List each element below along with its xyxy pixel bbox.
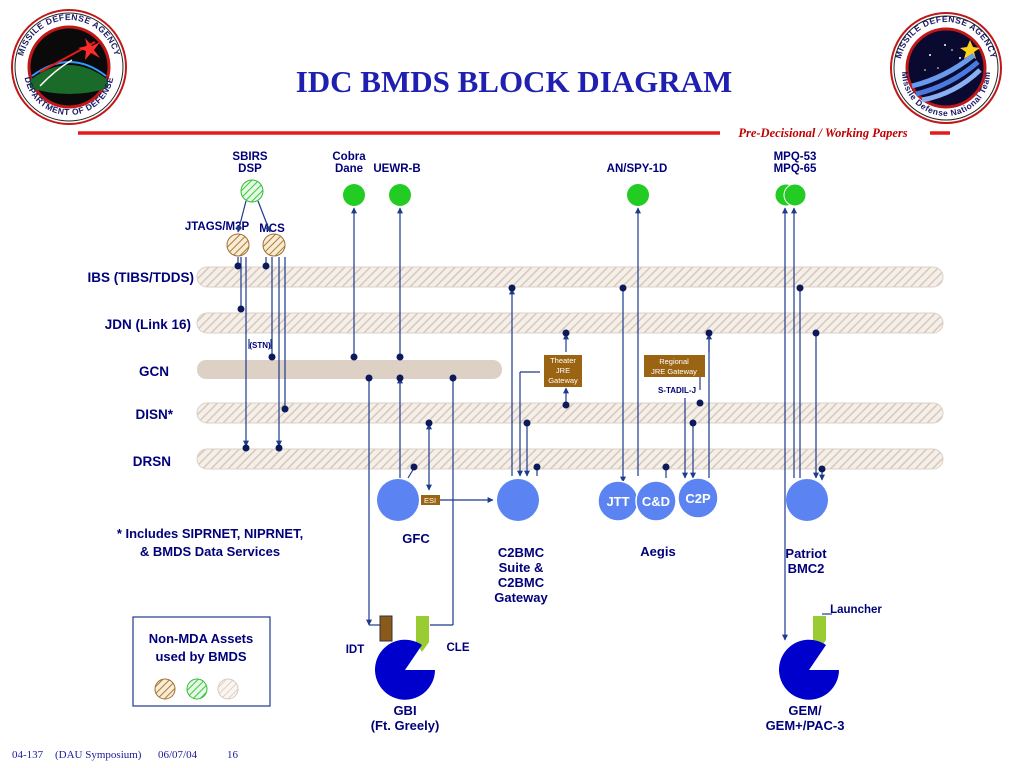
aegis-label: Aegis <box>640 544 675 559</box>
net-label-disn: DISN* <box>135 407 173 422</box>
sensor-mpq65-label: MPQ-65 <box>774 163 817 175</box>
net-label-jdn: JDN (Link 16) <box>105 317 191 332</box>
pre-decisional-note: Pre-Decisional / Working Papers <box>738 126 907 140</box>
idt-box[interactable] <box>379 615 393 642</box>
legend-brown-swatch <box>154 678 176 700</box>
esi-label: ESI <box>424 496 436 505</box>
band-ibs <box>196 266 944 288</box>
sensor-mpq53-label: MPQ-53 <box>774 151 817 163</box>
net-label-drsn: DRSN <box>133 454 171 469</box>
regional-jre-gateway[interactable] <box>644 355 705 377</box>
gem-node[interactable] <box>779 639 839 700</box>
mda-logo-left: MISSILE DEFENSE AGENCY DEPARTMENT OF DEF… <box>11 9 127 125</box>
c2bmc-label-3: C2BMC <box>498 575 545 590</box>
esi-box[interactable] <box>421 495 440 505</box>
cd-node[interactable] <box>635 480 677 522</box>
network-footnote-2: & BMDS Data Services <box>140 544 280 559</box>
gbi-label-2: (Ft. Greely) <box>371 718 440 733</box>
patriot-label-1: Patriot <box>785 546 827 561</box>
page-title: IDC BMDS BLOCK DIAGRAM <box>296 64 733 99</box>
band-gcn <box>197 360 502 379</box>
sensor-mcs-label: MCS <box>259 223 285 235</box>
sensor-spy-label: AN/SPY-1D <box>607 163 668 175</box>
jtt-label: JTT <box>606 494 629 509</box>
idt-label: IDT <box>346 644 365 656</box>
gbi-launcher-icon <box>416 616 429 652</box>
regional-gw-line-2: JRE Gateway <box>651 367 697 376</box>
sensor-jtags-label: JTAGS/M3P <box>185 221 250 233</box>
junction-dots <box>234 262 826 473</box>
cd-label: C&D <box>642 494 670 509</box>
band-drsn <box>196 448 944 470</box>
gem-label-1: GEM/ <box>788 703 822 718</box>
gem-label-2: GEM+/PAC-3 <box>766 718 845 733</box>
c2bmc-label-4: Gateway <box>494 590 548 605</box>
sbirs-dsp-node[interactable] <box>240 179 264 203</box>
mcs-node[interactable] <box>262 233 286 257</box>
footer-date: 06/07/04 <box>158 749 198 761</box>
theater-gw-line-3: Gateway <box>548 376 578 385</box>
legend-box: Non-MDA Assets used by BMDS <box>132 616 271 707</box>
band-disn <box>196 402 944 424</box>
c2p-label: C2P <box>685 491 711 506</box>
stn-label: (STN) <box>249 341 271 350</box>
patriot-label-2: BMC2 <box>788 561 825 576</box>
theater-gw-line-2: JRE <box>556 366 570 375</box>
sensor-dane-label: Dane <box>335 163 363 175</box>
uewr-node[interactable] <box>389 184 411 206</box>
stn-bracket <box>248 339 272 349</box>
sensor-uewr-label: UEWR-B <box>373 163 420 175</box>
mda-logo-right: MISSILE DEFENSE AGENCY Missile Defense N… <box>890 12 1002 124</box>
footer-event: (DAU Symposium) <box>55 749 142 761</box>
c2bmc-node[interactable] <box>497 479 539 521</box>
footer-page: 16 <box>227 749 239 761</box>
jtags-node[interactable] <box>226 233 250 257</box>
footer-code: 04-137 <box>12 749 44 761</box>
network-footnote-1: * Includes SIPRNET, NIPRNET, <box>117 526 303 541</box>
patriot-bmc2-node[interactable] <box>786 479 828 521</box>
net-label-gcn: GCN <box>139 364 169 379</box>
theater-gw-line-1: Theater <box>550 356 576 365</box>
gfc-node[interactable] <box>377 479 419 521</box>
legend-title-2: used by BMDS <box>155 649 246 664</box>
legend-title-1: Non-MDA Assets <box>149 631 254 646</box>
theater-jre-gateway[interactable] <box>544 355 582 387</box>
c2p-node[interactable] <box>677 477 719 519</box>
legend-green-swatch <box>186 678 208 700</box>
connections <box>236 200 832 641</box>
gfc-label: GFC <box>402 531 430 546</box>
regional-gw-line-1: Regional <box>659 357 689 366</box>
c2bmc-label-1: C2BMC <box>498 545 545 560</box>
spy-node[interactable] <box>627 184 649 206</box>
gbi-node[interactable] <box>375 639 435 700</box>
mpq65-node[interactable] <box>783 183 807 207</box>
net-label-ibs: IBS (TIBS/TDDS) <box>88 270 195 285</box>
launcher-label: Launcher <box>830 604 882 616</box>
legend-light-swatch <box>217 678 239 700</box>
sensor-cobra-label: Cobra <box>332 151 366 163</box>
c2bmc-label-2: Suite & <box>499 560 544 575</box>
band-jdn <box>196 312 944 334</box>
cle-label: CLE <box>447 642 470 654</box>
gbi-label-1: GBI <box>393 703 416 718</box>
sensor-dsp-label: DSP <box>238 163 262 175</box>
cobra-dane-node[interactable] <box>343 184 365 206</box>
s-tadil-j-label: S-TADIL-J <box>658 386 696 395</box>
sensor-sbirs-label: SBIRS <box>232 151 267 163</box>
